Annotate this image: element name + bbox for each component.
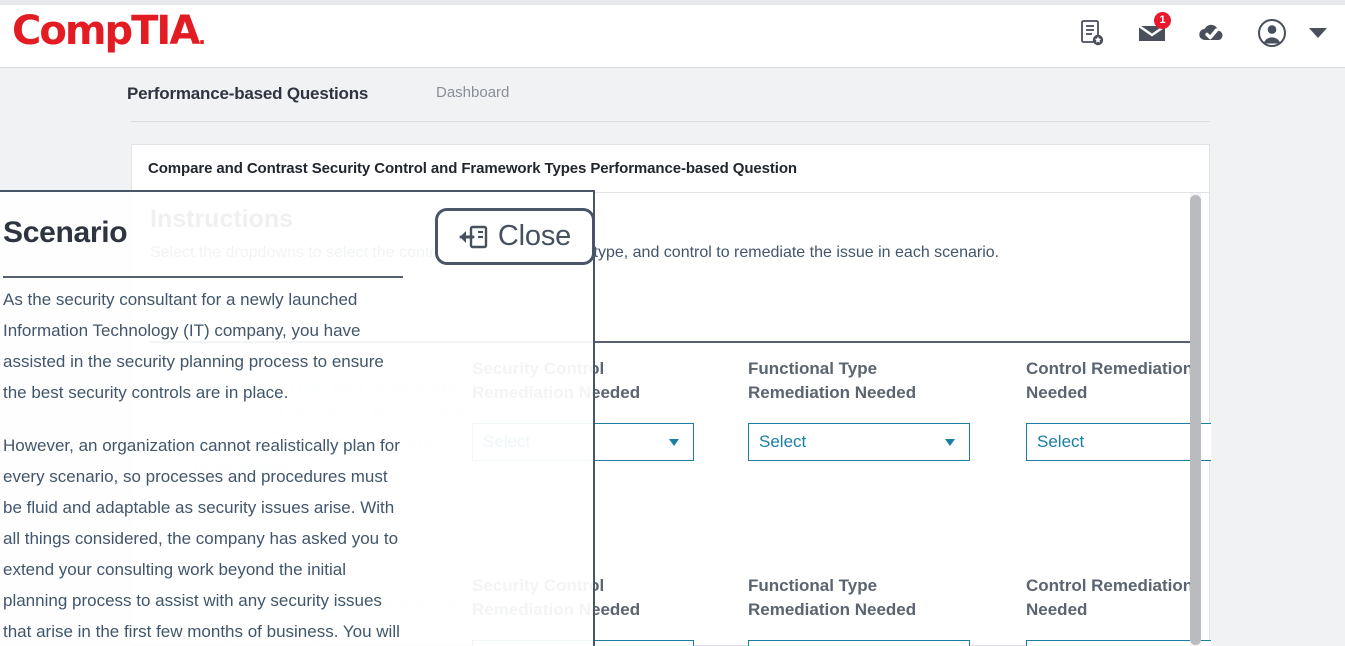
tab-performance-based-questions[interactable]: Performance-based Questions [127, 84, 369, 103]
select-control-remediation[interactable]: Select [1026, 640, 1211, 646]
exit-arrow-icon [459, 225, 488, 248]
top-icon-group: 1 [1075, 12, 1327, 50]
logo-registered-mark: . [198, 25, 205, 49]
select-value: Select [1037, 432, 1085, 451]
scenario-modal: Scenario As the security consultant for … [0, 190, 595, 646]
select-value: Select [759, 432, 807, 451]
field-functional-type-remediation: Functional Type Remediation Needed Selec… [748, 574, 970, 646]
scenario-modal-body: As the security consultant for a newly l… [3, 284, 403, 646]
topbar-accent-strip [0, 0, 1345, 5]
instructions-divider [150, 341, 1192, 343]
select-functional-type-remediation[interactable]: Select [748, 423, 970, 461]
scenario-paragraph: As the security consultant for a newly l… [3, 290, 384, 402]
comptia-logo[interactable]: CompTIA. [12, 8, 206, 54]
select-functional-type-remediation[interactable]: Select [748, 640, 970, 646]
chevron-down-icon[interactable] [1309, 28, 1327, 38]
document-star-icon[interactable] [1075, 16, 1109, 50]
content-scrollbar-thumb[interactable] [1190, 195, 1201, 645]
top-navigation-bar: CompTIA. 1 [0, 0, 1345, 68]
field-label: Functional Type Remediation Needed [748, 576, 917, 619]
chevron-down-icon [669, 438, 679, 446]
tab-dashboard[interactable]: Dashboard [436, 84, 510, 101]
field-control-remediation: Control Remediation Needed Select [1026, 357, 1211, 461]
scenario-modal-title: Scenario [3, 216, 128, 249]
cloud-check-icon[interactable] [1195, 16, 1229, 50]
comptia-logo-text: CompTIA [12, 8, 200, 54]
field-label: Control Remediation Needed [1026, 359, 1194, 402]
select-control-remediation[interactable]: Select [1026, 423, 1211, 461]
field-functional-type-remediation: Functional Type Remediation Needed Selec… [748, 357, 970, 461]
page-tab-bar: Performance-based Questions Dashboard [127, 78, 1210, 122]
page-title: Compare and Contrast Security Control an… [148, 160, 797, 177]
field-label: Functional Type Remediation Needed [748, 359, 917, 402]
close-button-label: Close [497, 220, 572, 252]
envelope-unread-badge: 1 [1154, 12, 1171, 29]
scenario-modal-divider [3, 276, 403, 278]
envelope-icon[interactable]: 1 [1135, 12, 1171, 50]
field-label: Control Remediation Needed [1026, 576, 1194, 619]
field-control-remediation: Control Remediation Needed Select [1026, 574, 1211, 646]
close-button[interactable]: Close [435, 208, 595, 265]
chevron-down-icon [945, 438, 955, 446]
scenario-paragraph: However, an organization cannot realisti… [3, 436, 400, 641]
user-avatar-icon[interactable] [1255, 16, 1289, 50]
question-card-header: Compare and Contrast Security Control an… [132, 145, 1209, 193]
